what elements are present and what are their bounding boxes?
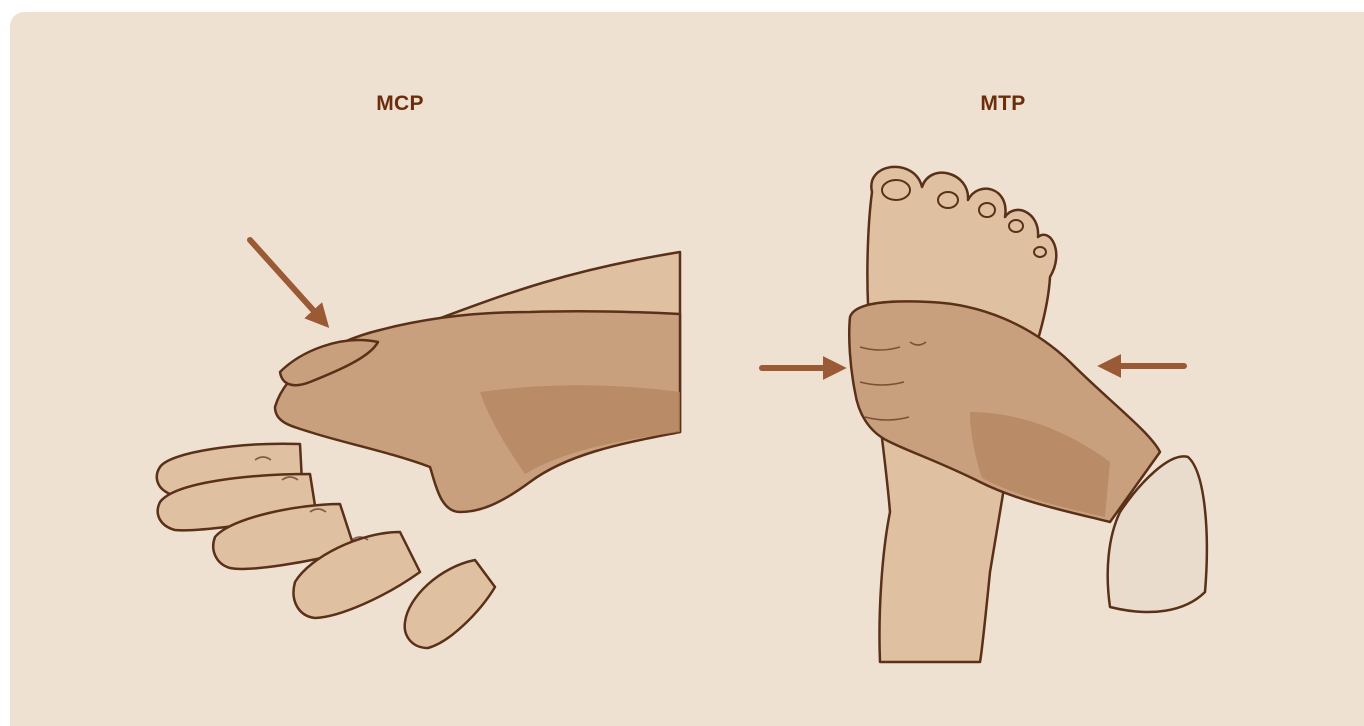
diagonal-pressure-arrow-icon <box>250 240 322 320</box>
joint-squeeze-illustration <box>10 12 1364 726</box>
mtp-foot-illustration <box>762 167 1207 662</box>
illustration-card: MCP MTP <box>10 12 1364 726</box>
mcp-hand-illustration <box>157 240 680 648</box>
